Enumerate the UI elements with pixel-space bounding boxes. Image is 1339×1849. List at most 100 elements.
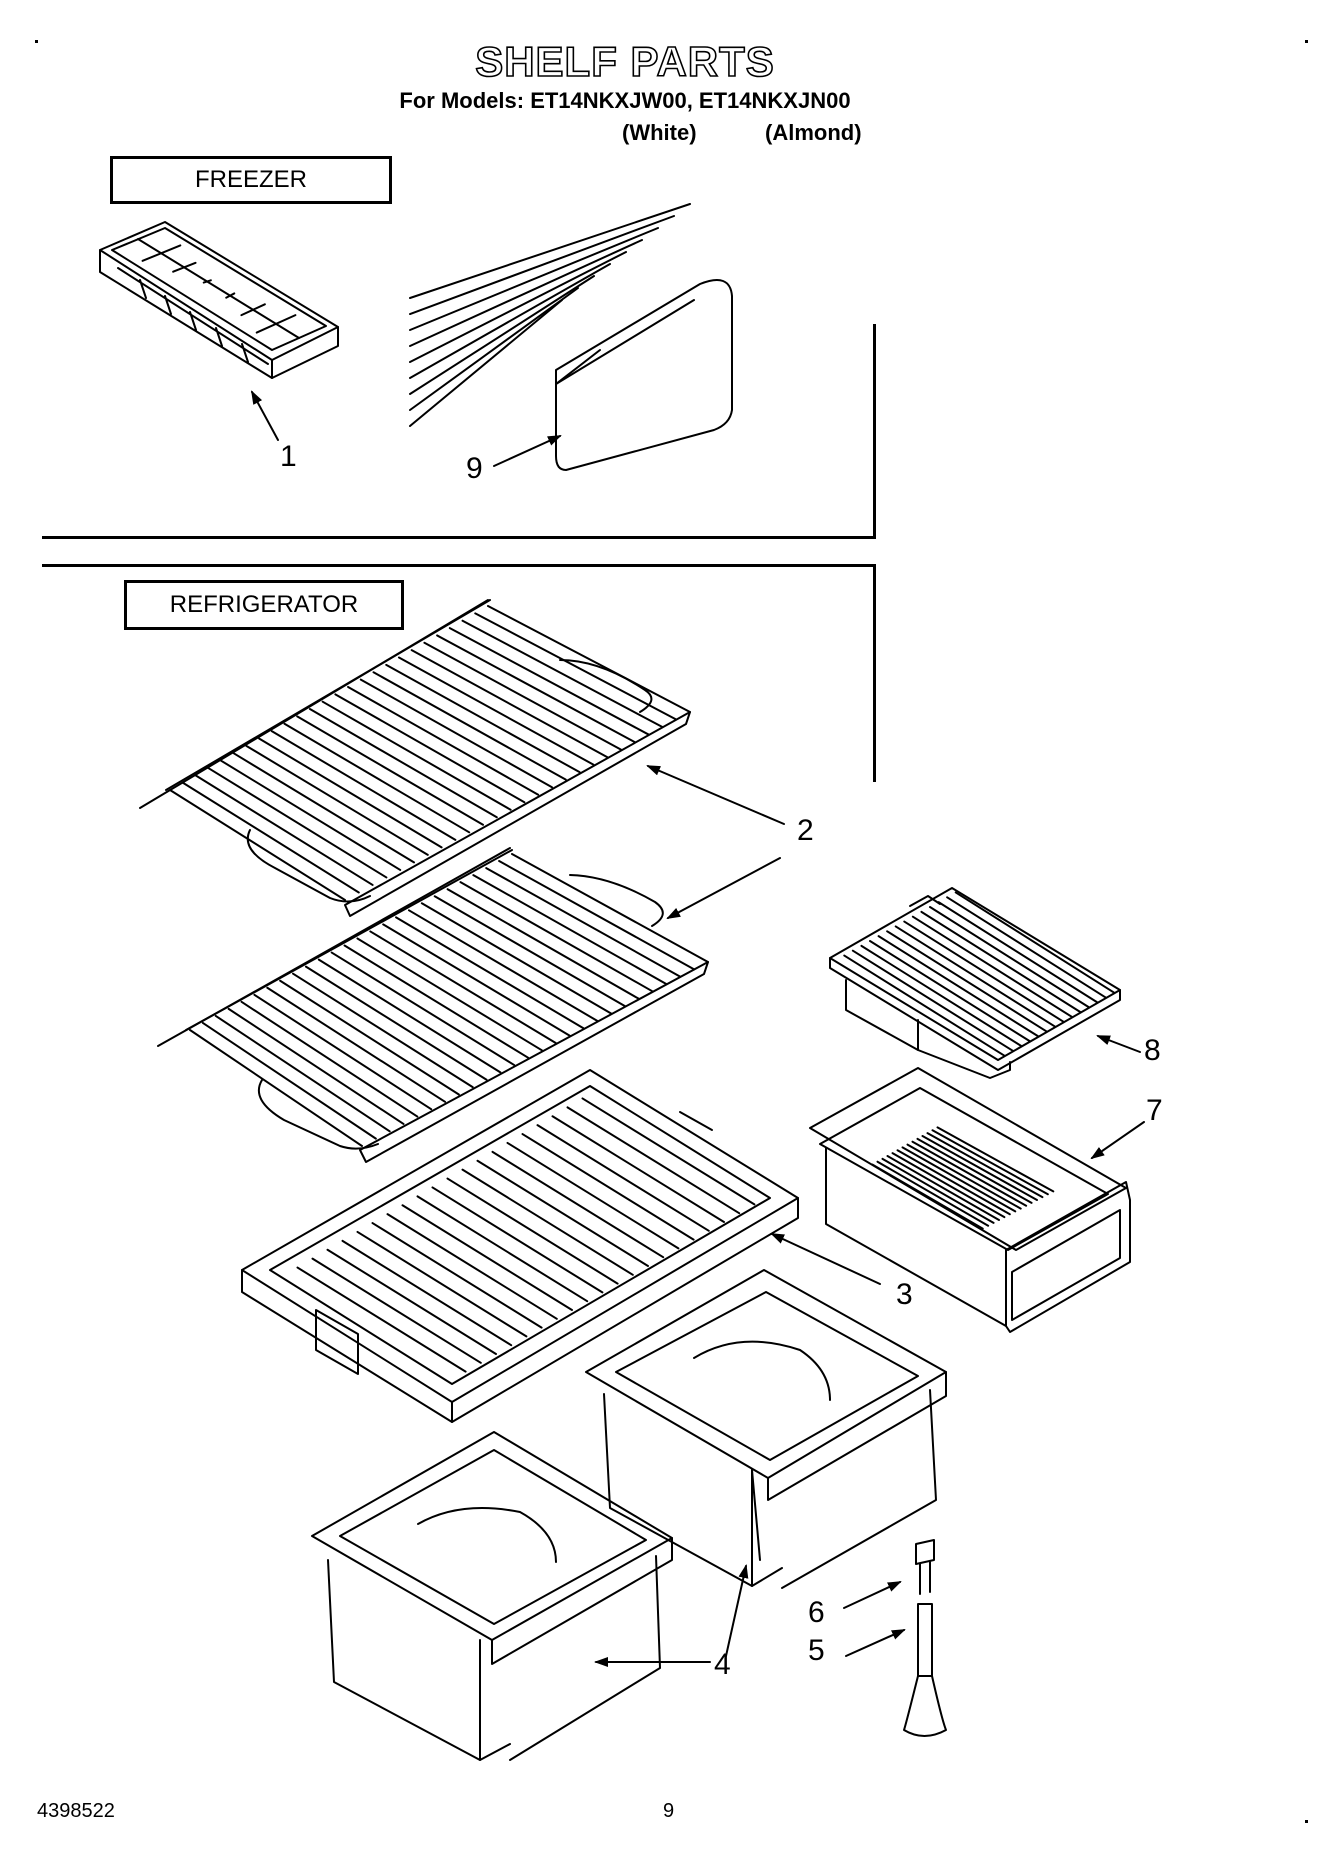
upper-shelf-bar [359,678,553,789]
callout-7: 7 [1146,1094,1163,1127]
leader-3 [770,1233,881,1285]
color-white-label: (White) [622,120,697,145]
lower-shelf-bar [511,853,709,963]
meat-pan-rib [901,1146,1017,1213]
lower-shelf-bar [317,958,502,1074]
small-shelf-bar [843,954,1006,1057]
page-number: 9 [663,1800,675,1822]
upper-shelf-bar [321,700,512,811]
cover-rib [296,1266,467,1373]
cover-rib [311,1257,482,1364]
freezer-shelf-wire [409,251,627,363]
callout-5: 5 [808,1634,825,1667]
lower-shelf-bar [201,1021,377,1140]
meat-pan-rib [921,1135,1038,1201]
callout-3: 3 [896,1278,913,1311]
corner-mark-tl [35,40,38,43]
cover-rib [416,1195,589,1303]
cover-rib [476,1159,649,1267]
freezer-label: FREEZER [194,166,307,193]
right-crisper-part [585,1269,947,1589]
freezer-shelf-wire [409,287,579,411]
cover-rib [341,1239,513,1347]
callout-9: 9 [466,452,483,485]
lower-shelf-bar [214,1014,391,1133]
upper-shelf-bar [448,627,650,736]
lower-shelf-bar [446,888,640,1000]
callout-4: 4 [714,1648,731,1681]
leader-9 [493,435,562,467]
refrigerator-label-box: REFRIGERATOR [124,580,404,630]
upper-shelf-bar [436,634,636,744]
meat-pan-rib [931,1129,1049,1196]
leader-2a [646,765,785,825]
meat-pan-rib [886,1155,1000,1221]
freezer-shelf-wire [409,275,595,395]
freezer-shelf-wire [409,263,611,379]
lower-wire-shelf-part [157,847,709,1163]
upper-shelf-bar [232,752,415,864]
lower-shelf-bar [407,909,599,1022]
leader-7 [1090,1121,1145,1160]
upper-shelf-bar [283,722,471,834]
small-shelf-bar [929,906,1090,1008]
lower-shelf-bar [369,930,557,1044]
upper-shelf-bar [219,759,402,871]
lower-shelf-bar [395,916,585,1030]
lower-shelf-bar [266,986,447,1103]
callout-2: 2 [797,814,814,847]
leader-6 [843,1581,902,1609]
callout-8: 8 [1144,1034,1161,1067]
small-shelf-bar [920,910,1082,1013]
lower-shelf-bar [420,902,613,1015]
lower-shelf-bar [343,944,530,1059]
callout-6: 6 [808,1596,825,1629]
freezer-shelf-wire [409,227,659,331]
meat-pan-rib [916,1137,1033,1204]
cover-rib [581,1097,756,1206]
callout-1: 1 [280,440,297,473]
lower-shelf-bar [240,1000,419,1118]
small-shelf-bar [869,940,1031,1042]
upper-shelf-bar [347,685,540,796]
cover-rib [536,1124,710,1232]
lower-shelf-bar [253,993,433,1111]
cover-rib [446,1177,619,1285]
meat-pan-rib [871,1163,984,1230]
lower-shelf-bar [304,965,488,1081]
lower-shelf-bar [227,1007,405,1125]
upper-shelf-bar [169,789,346,901]
refrigerator-top-rule [42,564,876,567]
cover-rib [566,1106,741,1215]
document-number: 4398522 [37,1800,115,1822]
lower-shelf-bar [485,867,682,978]
freezer-right-rule [873,324,876,539]
corner-mark-br [1305,1820,1308,1823]
upper-shelf-bar [258,737,443,849]
lower-shelf-bar [459,881,654,993]
color-almond-label: (Almond) [765,120,862,145]
cover-rib [401,1204,573,1311]
left-crisper-part [311,1431,673,1761]
lower-shelf-bar [433,895,626,1008]
page-title: SHELF PARTS [474,37,775,86]
small-wire-shelf-part [829,887,1121,1079]
upper-shelf-bar [308,708,498,819]
upper-shelf-bar [296,715,484,826]
leader-1 [251,390,279,441]
meat-pan-rib [891,1152,1006,1219]
small-shelf-bar [937,901,1098,1004]
upper-shelf-bar [270,730,457,841]
upper-shelf-bar [474,612,678,721]
cover-rib [461,1168,634,1276]
crisper-cover-shelf-part [241,1069,799,1423]
models-line: For Models: ET14NKXJW00, ET14NKXJN00 [399,88,851,113]
cover-rib [551,1115,725,1223]
upper-shelf-bar [207,766,388,879]
ice-tray-divider [137,238,300,339]
leader-5 [845,1629,906,1657]
meat-pan-rib [906,1143,1022,1210]
small-shelf-bar [860,944,1023,1047]
freezer-shelf-wire [409,215,675,315]
lower-shelf-bar [279,979,460,1096]
